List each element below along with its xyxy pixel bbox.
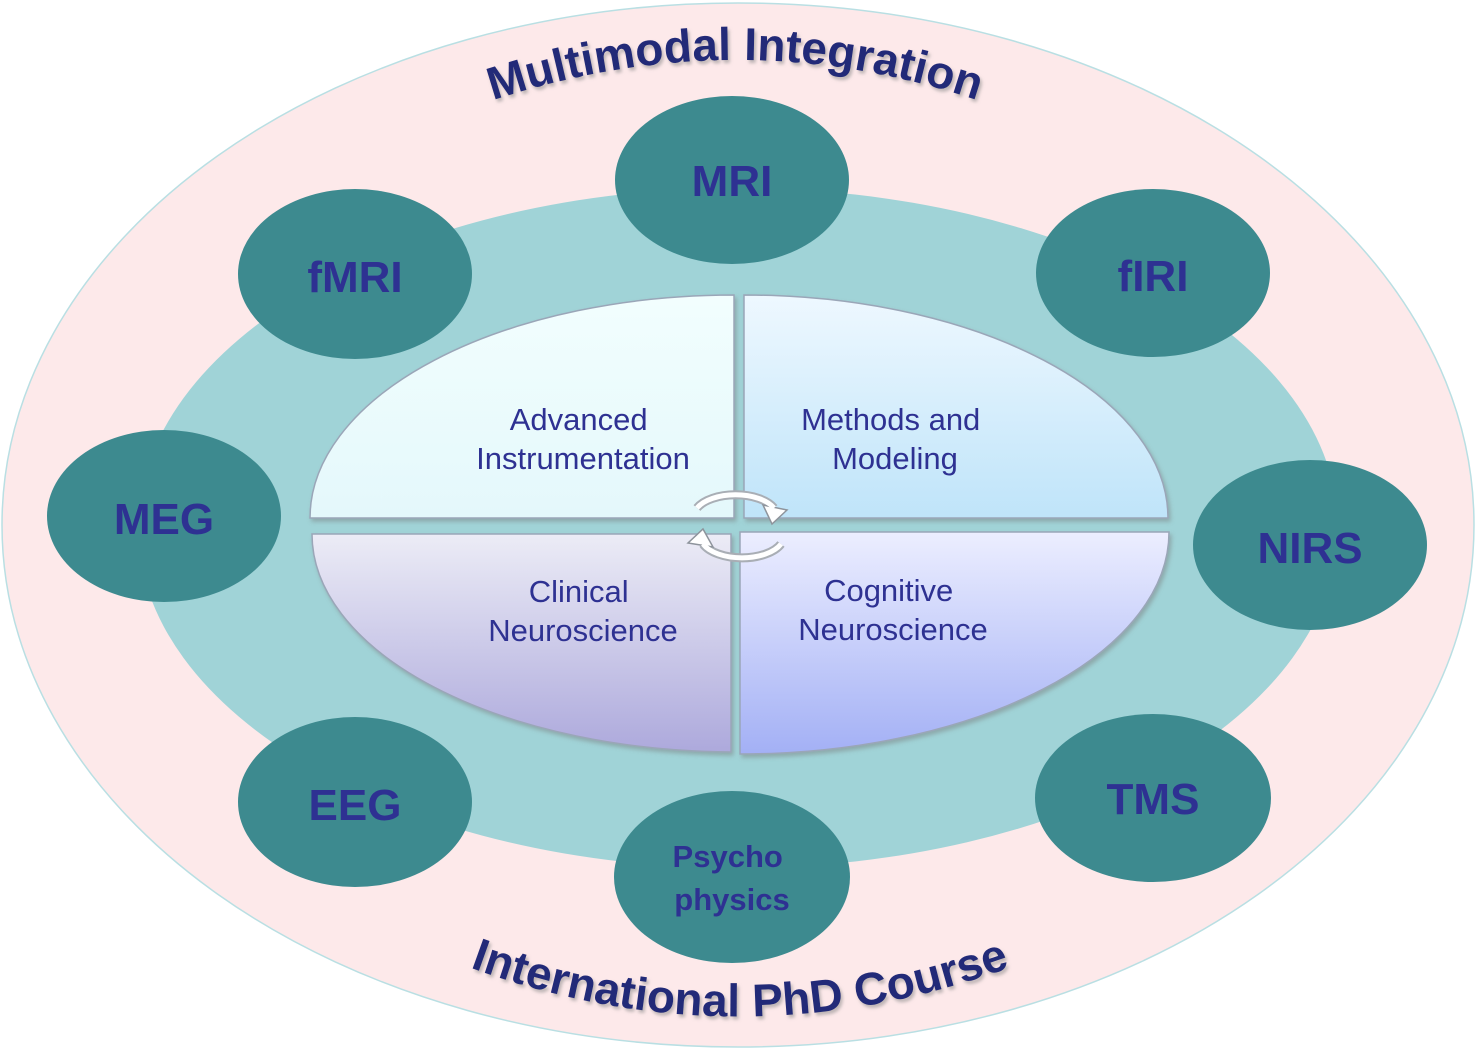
quadrant-bottom-left-shape: [311, 533, 732, 753]
modality-firi: fIRI: [1036, 189, 1270, 357]
modality-fmri: fMRI: [238, 189, 472, 359]
modality-meg: MEG: [47, 430, 281, 602]
quadrant-labels: Advanced Instrumentation Methods and Mod…: [476, 402, 989, 648]
quadrant-top-left-label: Advanced Instrumentation: [476, 402, 690, 476]
quadrant-bottom-left-label: Clinical Neuroscience: [488, 574, 678, 648]
modality-node: [615, 96, 849, 264]
modality-meg-label: MEG: [114, 495, 214, 544]
quadrant-top-right-shape: [743, 294, 1169, 519]
cycle-arrowhead-left-icon: [686, 527, 715, 548]
modality-nirs: NIRS: [1193, 460, 1427, 630]
modality-node: [238, 189, 472, 359]
quadrant-top-right-label: Methods and Modeling: [801, 402, 989, 476]
modality-node: [1035, 714, 1271, 882]
modality-node: [238, 717, 472, 887]
modality-node: [47, 430, 281, 602]
modality-tms: TMS: [1035, 714, 1271, 882]
modality-eeg-label: EEG: [309, 781, 402, 830]
modality-psychophysics: Psycho physics: [614, 791, 850, 963]
quadrant-top-left-shape: [309, 294, 735, 519]
quadrant-bottom-right-shape: [739, 531, 1170, 755]
modality-psychophysics-label: Psycho physics: [673, 839, 792, 917]
modality-node: [1036, 189, 1270, 357]
modality-fmri-label: fMRI: [307, 253, 402, 302]
modality-node: [614, 791, 850, 963]
cycle-arrowhead-right-icon: [761, 503, 789, 526]
modality-nirs-label: NIRS: [1257, 524, 1362, 573]
modality-node: [1193, 460, 1427, 630]
modality-tms-label: TMS: [1107, 775, 1200, 824]
modality-firi-label: fIRI: [1118, 252, 1189, 301]
modality-mri: MRI: [615, 96, 849, 264]
modality-mri-label: MRI: [692, 157, 773, 206]
quadrant-bottom-right-label: Cognitive Neuroscience: [798, 573, 988, 647]
core-quadrants: [309, 294, 1170, 755]
modality-eeg: EEG: [238, 717, 472, 887]
